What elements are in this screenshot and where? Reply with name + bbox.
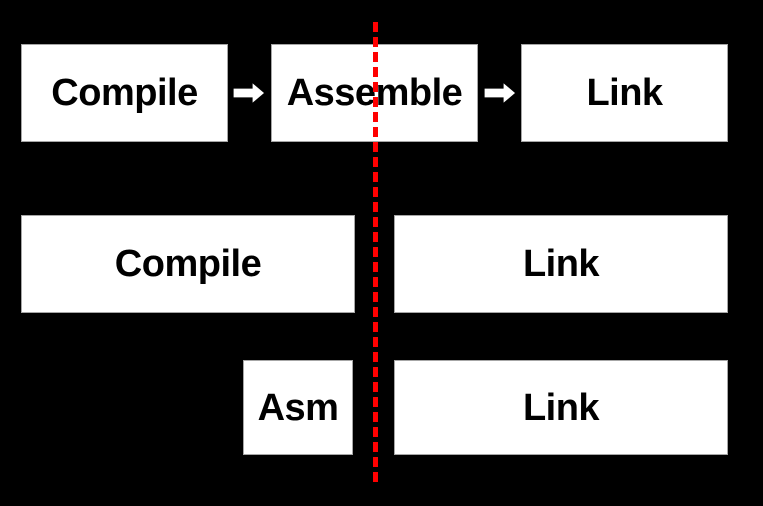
node-link-row1[interactable]: Link (521, 44, 728, 142)
node-label: Link (586, 72, 663, 114)
arrow-assemble-to-link-icon (483, 80, 517, 106)
node-label: Compile (114, 243, 262, 285)
node-asm-row3[interactable]: Asm (243, 360, 353, 455)
node-link-row2[interactable]: Link (394, 215, 728, 313)
node-label: Asm (257, 386, 339, 429)
node-link-row3[interactable]: Link (394, 360, 728, 455)
node-label: Link (522, 386, 600, 429)
node-compile-row2[interactable]: Compile (21, 215, 355, 313)
red-dashed-divider (373, 22, 378, 482)
node-label: Compile (51, 72, 198, 114)
node-compile-row1[interactable]: Compile (21, 44, 228, 142)
node-label: Link (522, 243, 600, 285)
arrow-compile-to-assemble-icon (232, 80, 266, 106)
